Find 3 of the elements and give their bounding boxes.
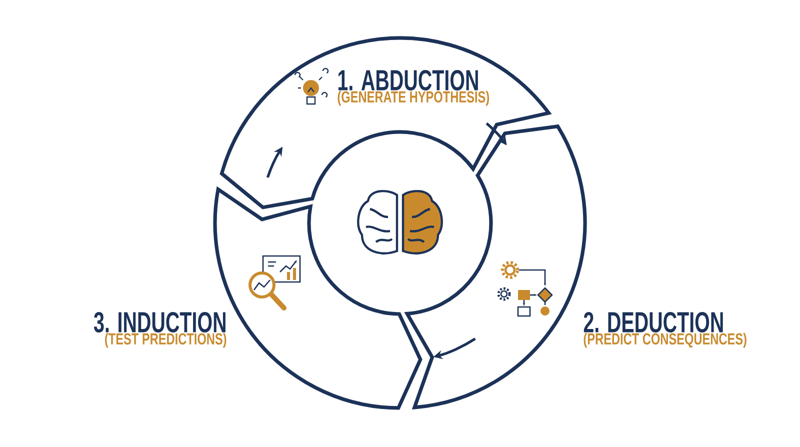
stage-label: 1. ABDUCTION (GENERATE HYPOTHESIS)	[338, 70, 489, 106]
stage-label: 2. DEDUCTION (PREDICT CONSEQUENCES)	[584, 312, 746, 348]
stage-label: 3. INDUCTION (TEST PREDICTIONS)	[94, 312, 226, 348]
